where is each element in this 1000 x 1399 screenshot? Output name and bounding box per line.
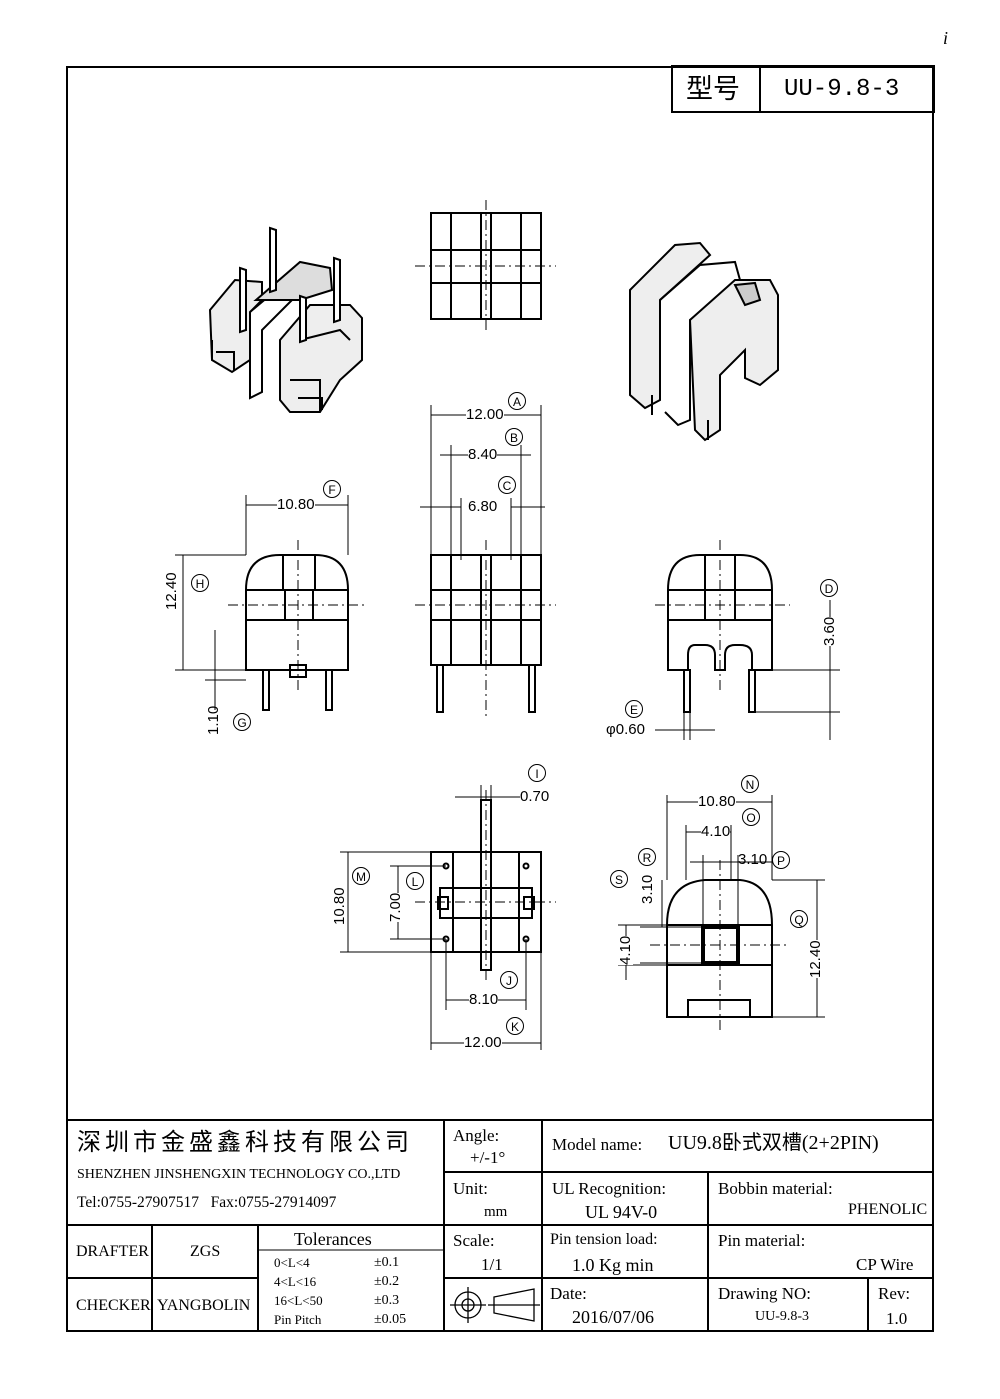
- model-label: 型号: [686, 74, 740, 104]
- dim-a-value: 12.00: [466, 406, 504, 423]
- isometric-view-left: [208, 226, 363, 413]
- section-view: [650, 860, 790, 1030]
- dimension-lines: [175, 405, 840, 1050]
- drawing-frame: [66, 66, 934, 1332]
- dim-b-marker: B: [505, 428, 523, 446]
- dim-i-marker: I: [528, 764, 546, 782]
- model-value: UU-9.8-3: [784, 76, 900, 103]
- side-view-right: [655, 540, 790, 713]
- model-name-value: UU9.8卧式双槽(2+2PIN): [668, 1132, 879, 1154]
- dim-r-marker: R: [638, 848, 656, 866]
- bottom-view: [415, 790, 556, 980]
- angle-label: Angle:: [453, 1126, 500, 1145]
- dim-s-marker: S: [610, 870, 628, 888]
- pin-material-label: Pin material:: [718, 1231, 806, 1250]
- pin-tension-label: Pin tension load:: [550, 1231, 658, 1248]
- dim-n-value: 10.80: [698, 793, 736, 810]
- rev-label: Rev:: [878, 1284, 911, 1303]
- pin-material-value: CP Wire: [856, 1255, 914, 1274]
- dim-f-value: 10.80: [277, 496, 315, 513]
- company-name-cn: 深圳市金盛鑫科技有限公司: [77, 1130, 413, 1156]
- tolerance-range-4: Pin Pitch: [274, 1312, 322, 1327]
- dim-l-marker: L: [406, 872, 424, 890]
- dim-j-marker: J: [500, 971, 518, 989]
- rev-value: 1.0: [886, 1309, 908, 1328]
- dim-d-value: 3.60: [821, 616, 838, 646]
- tolerance-range-3: 16<L<50: [274, 1293, 323, 1308]
- page-mark: i: [943, 28, 949, 48]
- dim-l-value: 7.00: [387, 892, 404, 922]
- drafter-value: ZGS: [190, 1243, 221, 1260]
- dim-s-value: 4.10: [617, 935, 634, 965]
- unit-label: Unit:: [453, 1179, 488, 1198]
- tolerances-label: Tolerances: [294, 1229, 372, 1249]
- dim-g-marker: G: [233, 713, 251, 731]
- top-view: [415, 200, 556, 330]
- drawing-no-value: UU-9.8-3: [755, 1309, 810, 1324]
- dim-j-value: 8.10: [469, 991, 499, 1008]
- pin-tension-value: 1.0 Kg min: [572, 1255, 654, 1275]
- dim-c-marker: C: [498, 476, 516, 494]
- tolerance-value-1: ±0.1: [374, 1255, 400, 1270]
- unit-value: mm: [484, 1204, 508, 1220]
- ul-label: UL Recognition:: [552, 1179, 667, 1198]
- title-block-grid: [66, 1119, 934, 1332]
- dim-k-marker: K: [506, 1017, 524, 1035]
- side-view-left: [228, 540, 365, 711]
- tolerance-value-3: ±0.3: [374, 1293, 400, 1308]
- dim-q-value: 12.40: [807, 940, 824, 978]
- model-header-box: [671, 65, 935, 113]
- dim-k-value: 12.00: [464, 1034, 502, 1051]
- tolerance-range-1: 0<L<4: [274, 1255, 310, 1270]
- company-name-en: SHENZHEN JINSHENGXIN TECHNOLOGY CO.,LTD: [77, 1167, 401, 1182]
- dim-h-marker: H: [191, 574, 209, 592]
- projection-symbol-icon: [450, 1287, 540, 1323]
- drafter-label: DRAFTER: [76, 1243, 149, 1260]
- isometric-view-right: [629, 241, 779, 442]
- dim-b-value: 8.40: [468, 446, 498, 463]
- ul-value: UL 94V-0: [585, 1202, 658, 1222]
- bobbin-material-value: PHENOLIC: [848, 1201, 928, 1218]
- dim-a-marker: A: [508, 392, 526, 410]
- dim-f-marker: F: [323, 480, 341, 498]
- scale-value: 1/1: [481, 1255, 503, 1274]
- dim-e-value: φ0.60: [606, 721, 645, 738]
- dim-g-value: 1.10: [205, 705, 222, 735]
- front-view: [415, 540, 556, 720]
- model-name-label: Model name:: [552, 1135, 643, 1154]
- checker-label: CHECKER: [76, 1297, 151, 1314]
- scale-label: Scale:: [453, 1231, 495, 1250]
- tolerance-range-2: 4<L<16: [274, 1274, 317, 1289]
- bobbin-material-label: Bobbin material:: [718, 1179, 833, 1198]
- dim-o-value: 4.10: [701, 823, 731, 840]
- dim-e-marker: E: [625, 700, 643, 718]
- date-label: Date:: [550, 1284, 587, 1303]
- dim-m-value: 10.80: [331, 887, 348, 925]
- dim-d-marker: D: [820, 579, 838, 597]
- dim-q-marker: Q: [790, 910, 808, 928]
- dim-h-value: 12.40: [163, 572, 180, 610]
- dim-m-marker: M: [352, 867, 370, 885]
- checker-value: YANGBOLIN: [157, 1297, 251, 1314]
- dim-p-marker: P: [772, 851, 790, 869]
- dim-c-value: 6.80: [468, 498, 498, 515]
- dim-p-value: 3.10: [738, 851, 768, 868]
- dim-o-marker: O: [742, 808, 760, 826]
- date-value: 2016/07/06: [572, 1307, 655, 1327]
- tolerance-value-2: ±0.2: [374, 1274, 400, 1289]
- angle-value: +/-1°: [470, 1148, 506, 1167]
- company-contact: Tel:0755-27907517 Fax:0755-27914097: [77, 1194, 337, 1211]
- dim-n-marker: N: [741, 775, 759, 793]
- dim-i-value: 0.70: [520, 788, 550, 805]
- tolerance-value-4: ±0.05: [374, 1312, 407, 1327]
- drawing-no-label: Drawing NO:: [718, 1284, 812, 1303]
- dim-r-value: 3.10: [639, 874, 656, 904]
